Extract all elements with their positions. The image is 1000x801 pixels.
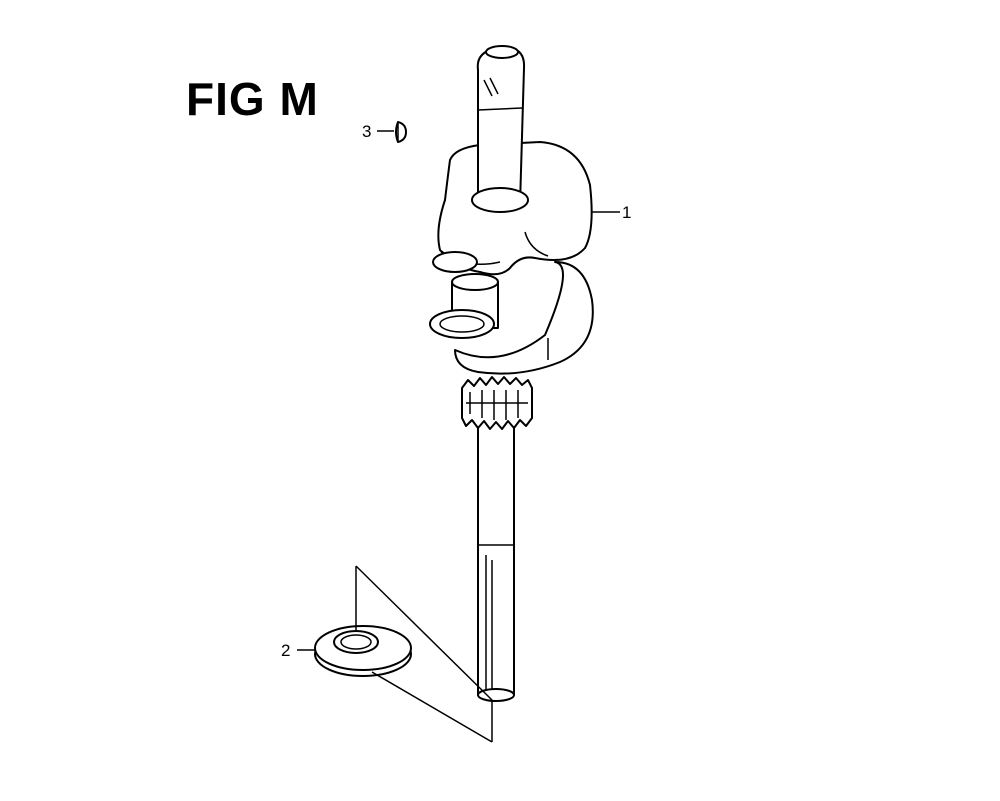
lower-counterweight bbox=[454, 261, 594, 375]
oil-seal-part[interactable] bbox=[314, 625, 412, 677]
seal-guide-diagonal-bottom bbox=[371, 671, 493, 743]
callout-3[interactable]: 3 bbox=[362, 122, 372, 141]
lower-shaft bbox=[477, 419, 515, 702]
upper-shaft bbox=[471, 45, 529, 213]
crank-pin bbox=[429, 273, 499, 339]
woodruff-key-part[interactable] bbox=[395, 121, 407, 143]
callout-1[interactable]: 1 bbox=[622, 203, 632, 222]
crankshaft-part[interactable] bbox=[429, 45, 594, 702]
seal-guide-diagonal-top bbox=[355, 565, 493, 701]
leader-lines bbox=[297, 130, 620, 743]
callout-2[interactable]: 2 bbox=[281, 641, 291, 660]
figure-title: FIG M bbox=[186, 73, 319, 125]
timing-gear bbox=[461, 376, 533, 430]
